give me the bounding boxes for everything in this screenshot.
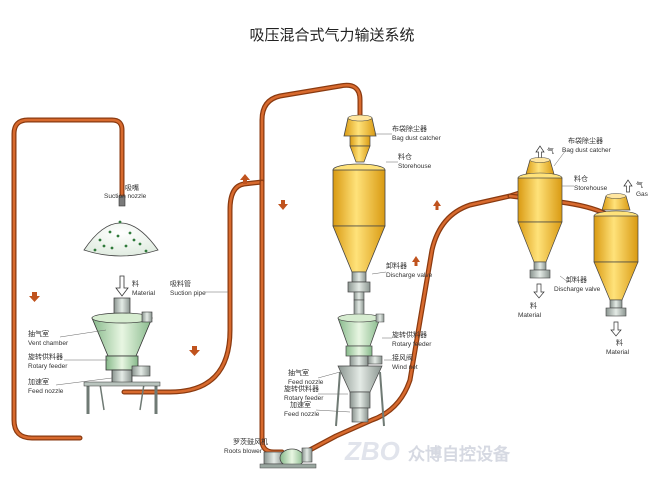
bag-dust-catcher-label-en: Bag dust catcher bbox=[392, 135, 442, 142]
right-bag-label-en: Bag dust catcher bbox=[562, 147, 612, 154]
right-material1-label-en: Material bbox=[518, 312, 542, 319]
material-outlet-arrow-1-icon bbox=[533, 283, 545, 299]
mid-rotary2-label-en: Rotary feeder bbox=[284, 395, 324, 402]
roots-blower bbox=[259, 447, 317, 469]
suction-nozzle bbox=[83, 195, 159, 257]
left-material-label-cn: 料 bbox=[132, 279, 139, 288]
middle-silo bbox=[332, 114, 386, 301]
roots-blower-label-en: Roots blower bbox=[224, 448, 263, 455]
right-material1-label-cn: 料 bbox=[530, 301, 537, 310]
middle-leader-lines bbox=[371, 133, 398, 275]
suction-pipe-label-en: Suction pipe bbox=[170, 290, 206, 297]
bag-dust-catcher-label-cn: 布袋除尘器 bbox=[392, 124, 427, 133]
vent-chamber-label-en: Vent chamber bbox=[28, 340, 69, 347]
material-arrow-icon bbox=[115, 275, 129, 297]
wind-net-label-en: Wind net bbox=[392, 364, 418, 371]
discharge-valve-label-cn: 卸料器 bbox=[386, 261, 407, 270]
diagram-title: 吸压混合式气力输送系统 bbox=[249, 26, 414, 44]
mid-feed-label-en: Feed nozzle bbox=[284, 411, 320, 418]
right-storehouse-label-en: Storehouse bbox=[574, 185, 608, 192]
roots-blower-label-cn: 罗茨鼓风机 bbox=[233, 437, 268, 446]
left-material-label-en: Material bbox=[132, 290, 156, 297]
discharge-valve-label-en: Discharge valve bbox=[386, 272, 433, 279]
right-bag-label-cn: 布袋除尘器 bbox=[568, 136, 603, 145]
left-feeder-assembly bbox=[83, 297, 161, 414]
rotary-feeder-label-en: Rotary feeder bbox=[28, 363, 68, 370]
mid-vent-label-cn: 抽气室 bbox=[288, 368, 309, 377]
mid-feed-label-cn: 加速室 bbox=[290, 400, 311, 409]
middle-feeder-assembly bbox=[335, 299, 385, 427]
right-gas-label-en: Gas bbox=[636, 191, 649, 198]
right-silo-1 bbox=[517, 157, 563, 279]
right-material2-label-en: Material bbox=[606, 349, 630, 356]
mid-rotary2-label-cn: 旋转供料器 bbox=[284, 384, 319, 393]
gas-arrow-2-icon bbox=[623, 179, 633, 193]
gas-arrow-icon bbox=[535, 145, 545, 159]
suction-pipe-label-cn: 吸料管 bbox=[170, 279, 191, 288]
mid-leader-lines bbox=[315, 337, 392, 413]
mid-rotary-feeder-label-en: Rotary feeder bbox=[392, 341, 432, 348]
feed-nozzle-label-cn: 加速室 bbox=[28, 377, 49, 386]
right-gas-label-cn: 气 bbox=[636, 180, 643, 189]
material-outlet-arrow-2-icon bbox=[610, 321, 622, 337]
watermark: ZBO 众博自控设备 bbox=[344, 436, 511, 466]
flow-arrow-icons bbox=[29, 174, 441, 356]
right-leader-lines bbox=[553, 149, 574, 283]
gas-label-cn: 气 bbox=[547, 146, 554, 155]
watermark-company: 众博自控设备 bbox=[408, 444, 511, 465]
vent-chamber-label-cn: 抽气室 bbox=[28, 329, 49, 338]
mid-rotary-feeder-label-cn: 旋转供料器 bbox=[392, 330, 427, 339]
right-discharge-label-cn: 卸料器 bbox=[566, 275, 587, 284]
feed-nozzle-label-en: Feed nozzle bbox=[28, 388, 64, 395]
wind-net-label-cn: 接风阀 bbox=[392, 353, 413, 362]
left-leader-lines bbox=[55, 329, 113, 386]
right-material2-label-cn: 料 bbox=[616, 338, 623, 347]
rotary-feeder-label-cn: 旋转供料器 bbox=[28, 352, 63, 361]
right-silo-2 bbox=[593, 193, 639, 317]
storehouse-label-cn: 料仓 bbox=[398, 152, 412, 161]
watermark-logo: ZBO bbox=[344, 436, 400, 466]
suction-nozzle-label-cn: 吸嘴 bbox=[125, 183, 139, 192]
suction-nozzle-label-en: Suction nozzle bbox=[104, 193, 147, 200]
right-discharge-label-en: Discharge valve bbox=[554, 286, 601, 293]
storehouse-label-en: Storehouse bbox=[398, 163, 432, 170]
right-storehouse-label-cn: 料仓 bbox=[574, 174, 588, 183]
mid-vent-label-en: Feed nozzle bbox=[288, 379, 324, 386]
